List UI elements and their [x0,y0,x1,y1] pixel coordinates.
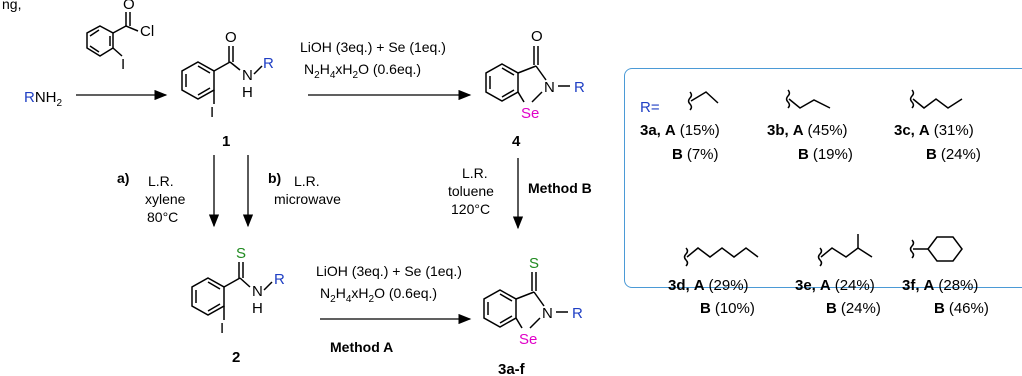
r-equals-label: R= [640,99,660,116]
acyl-chloride-reagent: O Cl I [86,0,154,73]
condition-a-line1: L.R. [148,173,174,189]
c4-oxygen: O [531,28,543,45]
condition-c-line1: L.R. [462,165,488,181]
svg-text:3f,A(28%): 3f,A(28%) [902,277,978,294]
condition-a-line3: 80°C [147,209,178,225]
compound-4-structure: O N R Se [485,28,585,122]
c4-nitrogen: N [544,79,555,96]
c3-nitrogen: N [542,305,553,322]
c4-r-group: R [574,79,585,96]
substituent-3e [817,234,873,267]
substituent-3f [909,236,963,262]
substituent-box [624,68,1022,288]
header-fragment: ng, [2,0,21,12]
condition-a-line2: xylene [145,191,186,207]
entry-3f: 3f,A(28%) B(46%) [902,277,989,317]
substituent-3a [687,91,719,111]
entry-3d: 3d,A(29%) B(10%) [668,277,755,317]
condition-c-line2: toluene [448,183,494,199]
svg-text:B(10%): B(10%) [700,300,755,317]
compound-1-structure: O N H R I [181,29,274,121]
compound-4-label: 4 [512,133,521,150]
condition-b-line2: microwave [274,191,341,207]
compound-2-label: 2 [232,349,240,366]
c1-iodine: I [210,104,214,121]
substituent-3b [785,89,831,109]
compound-3-label: 3a-f [498,361,526,376]
svg-text:3c,A(31%): 3c,A(31%) [894,122,974,139]
c3-sulfur: S [529,255,539,272]
bottom-reagents-line2: N2H4xH2O (0.6eq.) [320,285,437,305]
c1-hydrogen: H [242,84,253,101]
c3-r-group: R [572,305,583,322]
entry-3b: 3b,A(45%) B(19%) [767,122,853,163]
c2-r-group: R [274,271,285,288]
entry-3a: 3a,A(15%) B(7%) [640,122,720,163]
c4-selenium: Se [521,105,539,122]
svg-text:3e,A(24%): 3e,A(24%) [795,277,875,294]
svg-text:B(24%): B(24%) [826,300,881,317]
entry-3e: 3e,A(24%) B(24%) [795,277,881,317]
bottom-reagents-line1: LiOH (3eq.) + Se (1eq.) [316,263,462,279]
amine-label: RNH2 [24,89,63,109]
svg-text:B(19%): B(19%) [798,146,853,163]
chlorine-label: Cl [140,23,154,40]
svg-text:3b,A(45%): 3b,A(45%) [767,122,848,139]
c3-selenium: Se [519,331,537,348]
c1-oxygen: O [225,29,237,46]
svg-text:3d,A(29%): 3d,A(29%) [668,277,749,294]
svg-text:3a,A(15%): 3a,A(15%) [640,122,720,139]
compound-3-structure: S N R Se [483,255,583,348]
acyl-oxygen: O [123,0,135,13]
entry-3c: 3c,A(31%) B(24%) [894,122,981,163]
method-a-label: Method A [330,339,393,355]
condition-b-label: b) [268,170,281,186]
c2-nitrogen: N [252,283,263,300]
condition-c-line3: 120°C [451,201,490,217]
c2-hydrogen: H [252,300,263,317]
iodine-label: I [121,56,125,73]
svg-text:B(46%): B(46%) [934,300,989,317]
c1-r-group: R [263,55,274,72]
compound-2-structure: S N H R I [191,245,285,337]
substituent-3d [683,247,759,267]
compound-1-label: 1 [222,133,230,150]
c2-sulfur: S [236,245,246,262]
substituent-3c [909,89,963,109]
c1-nitrogen: N [242,67,253,84]
top-reagents-line2: N2H4xH2O (0.6eq.) [304,61,421,81]
condition-b-line1: L.R. [294,173,320,189]
svg-text:B(24%): B(24%) [926,146,981,163]
c2-iodine: I [220,320,224,337]
top-reagents-line1: LiOH (3eq.) + Se (1eq.) [300,39,446,55]
svg-text:B(7%): B(7%) [672,146,719,163]
method-b-label: Method B [528,180,592,196]
condition-a-label: a) [117,170,129,186]
